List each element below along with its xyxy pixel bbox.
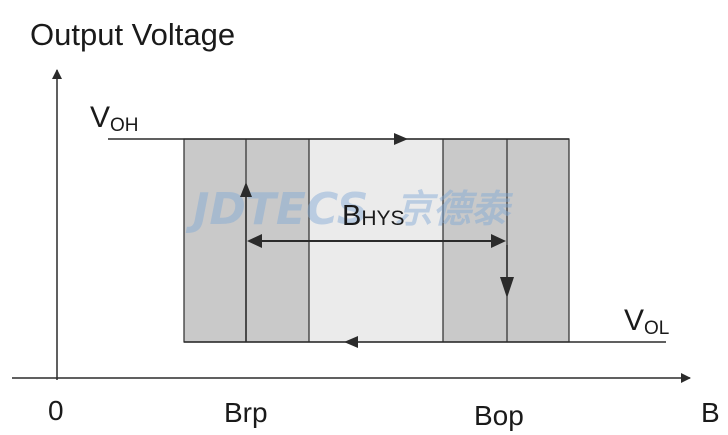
band-right-outer [507,139,569,342]
origin-label: 0 [48,395,64,426]
y-axis-title: Output Voltage [30,17,235,52]
bop-arrowhead [500,277,514,298]
bottom-direction-arrow [344,336,358,348]
band-left-outer [184,139,246,342]
brp-label: Brp [224,397,268,428]
voh-label: VOH [90,101,139,136]
x-axis-title: B [701,397,720,428]
bhys-right-head [491,234,506,248]
vol-label: VOL [624,304,669,339]
bop-label: Bop [474,400,524,431]
watermark-cjk: 京德泰 [395,187,514,231]
watermark-latin: JDTECS [185,184,368,235]
bhys-left-head [247,234,262,248]
brp-arrowhead [240,182,252,197]
top-direction-arrow [394,133,408,145]
bhys-label: BHYS [342,200,405,232]
